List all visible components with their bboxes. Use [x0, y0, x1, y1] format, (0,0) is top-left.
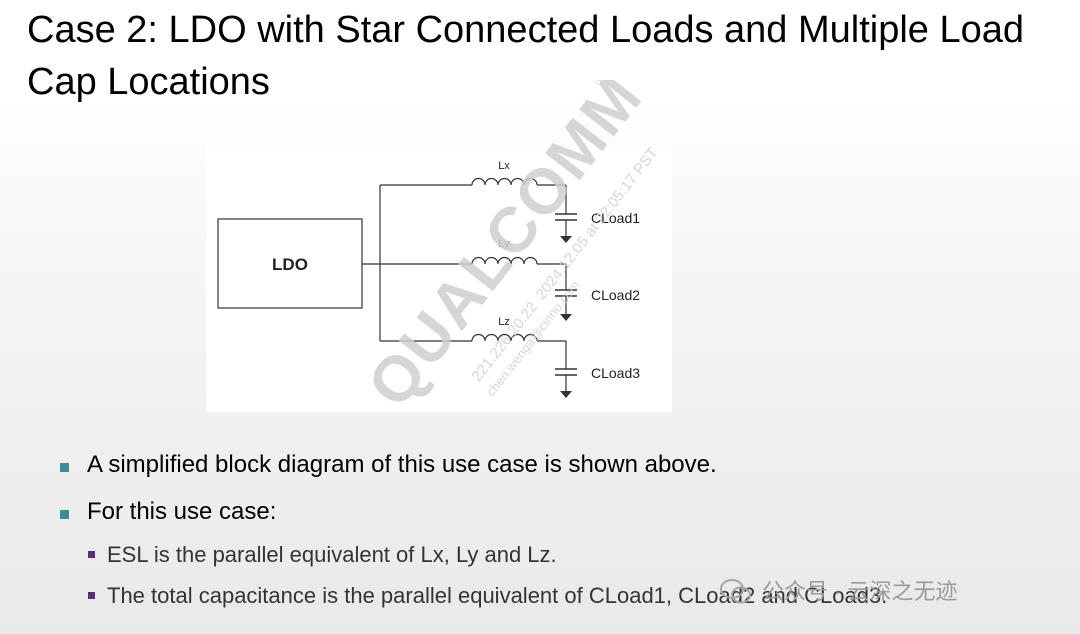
label-cload3: CLoad3 — [591, 365, 640, 381]
label-cload2: CLoad2 — [591, 287, 640, 303]
block-diagram: LDO Lx Ly Lz CLoad1 CLoad2 CLoad3 — [206, 146, 672, 412]
square-bullet-icon — [60, 510, 69, 519]
slide-title: Case 2: LDO with Star Connected Loads an… — [27, 9, 1025, 103]
square-bullet-icon — [88, 551, 95, 558]
inductor-lz — [471, 333, 538, 342]
ldo-label: LDO — [272, 255, 308, 274]
label-lx: Lx — [498, 160, 510, 172]
label-cload1: CLoad1 — [591, 210, 640, 226]
square-bullet-icon — [88, 592, 95, 599]
inductor-ly — [471, 256, 538, 265]
wechat-watermark: 公众号 · 云深之无迹 — [720, 572, 1060, 612]
wechat-icon — [720, 579, 751, 604]
square-bullet-icon — [60, 463, 69, 472]
inductor-lx — [471, 177, 538, 186]
circuit-schematic: LDO Lx Ly Lz CLoad1 CLoad2 CLoad3 — [217, 160, 640, 398]
label-ly: Ly — [498, 238, 510, 250]
label-lz: Lz — [498, 316, 510, 328]
ground-icon — [560, 236, 572, 398]
